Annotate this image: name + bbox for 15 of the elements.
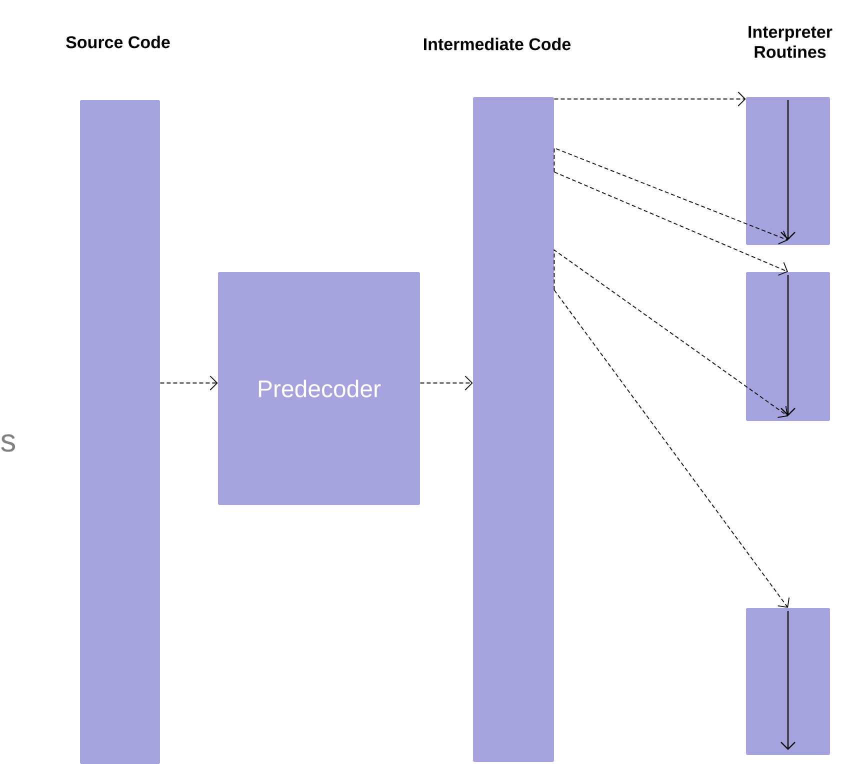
- text-fragment: s: [1, 434, 16, 452]
- arrow: [420, 376, 473, 390]
- routine-box: [746, 608, 830, 755]
- arrow: [554, 172, 788, 276]
- arrow: [554, 290, 790, 608]
- routine-box: [746, 97, 830, 245]
- arrow: [554, 92, 746, 106]
- arrow: [160, 376, 218, 390]
- column-heading: Intermediate Code: [424, 38, 571, 50]
- column-heading: Source Code: [66, 36, 170, 48]
- arrow: [554, 147, 788, 244]
- process-box: Predecoder: [218, 272, 420, 505]
- routine-box: [746, 272, 830, 421]
- arrow: [554, 249, 788, 418]
- column-heading: Interpreter Routines: [748, 26, 832, 58]
